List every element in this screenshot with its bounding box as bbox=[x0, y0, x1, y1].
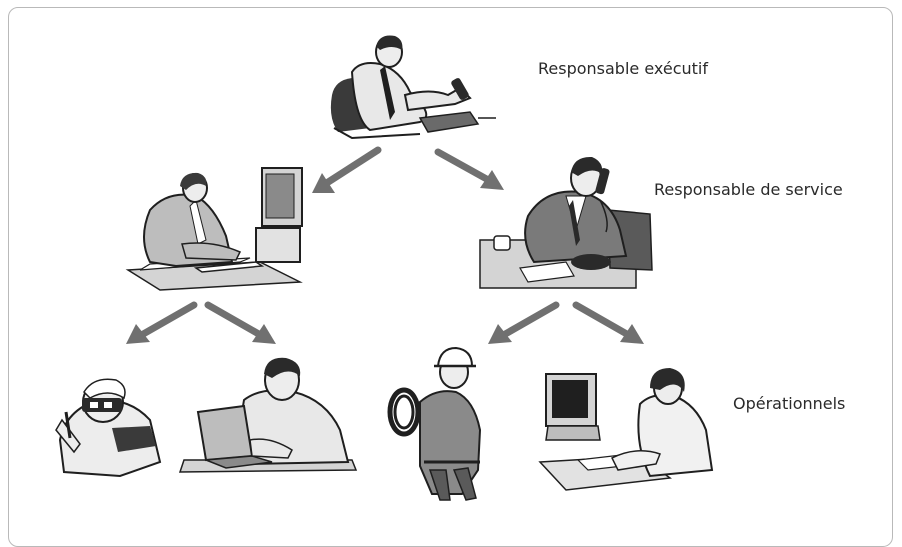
arrow-left-manager-to-technician bbox=[134, 301, 198, 341]
executive-on-phone-figure bbox=[330, 35, 496, 140]
arrow-exec-to-left-manager bbox=[318, 146, 382, 190]
arrow-head-rm-left bbox=[488, 324, 512, 344]
arrow-exec-to-right-manager bbox=[434, 148, 496, 186]
illustration-layer bbox=[55, 35, 714, 501]
manager-at-computer-figure bbox=[125, 167, 303, 291]
arrows bbox=[126, 146, 644, 344]
hierarchy-diagram: Responsable exécutif Responsable de serv… bbox=[8, 7, 893, 547]
arrow-right-manager-to-builder bbox=[496, 301, 560, 341]
arrow-head-lm-right bbox=[252, 324, 276, 344]
operational-level-label: Opérationnels bbox=[733, 394, 846, 413]
service-level-label: Responsable de service bbox=[654, 180, 843, 199]
arrow-head-lm-left bbox=[126, 324, 150, 344]
operator-at-monitor-figure bbox=[538, 368, 714, 491]
construction-worker-figure bbox=[387, 346, 482, 501]
arrow-right-manager-to-operator bbox=[572, 301, 636, 341]
manager-on-phone-figure bbox=[479, 156, 653, 289]
arrow-head-rm-right bbox=[620, 324, 644, 344]
arrow-left-manager-to-laptop-worker bbox=[204, 301, 268, 341]
technician-with-visor-figure bbox=[55, 378, 162, 478]
executive-level-label: Responsable exécutif bbox=[538, 59, 709, 78]
arrow-head-exec-left bbox=[312, 173, 335, 193]
worker-at-laptop-figure bbox=[178, 357, 358, 473]
arrow-head-exec-right bbox=[480, 170, 504, 190]
